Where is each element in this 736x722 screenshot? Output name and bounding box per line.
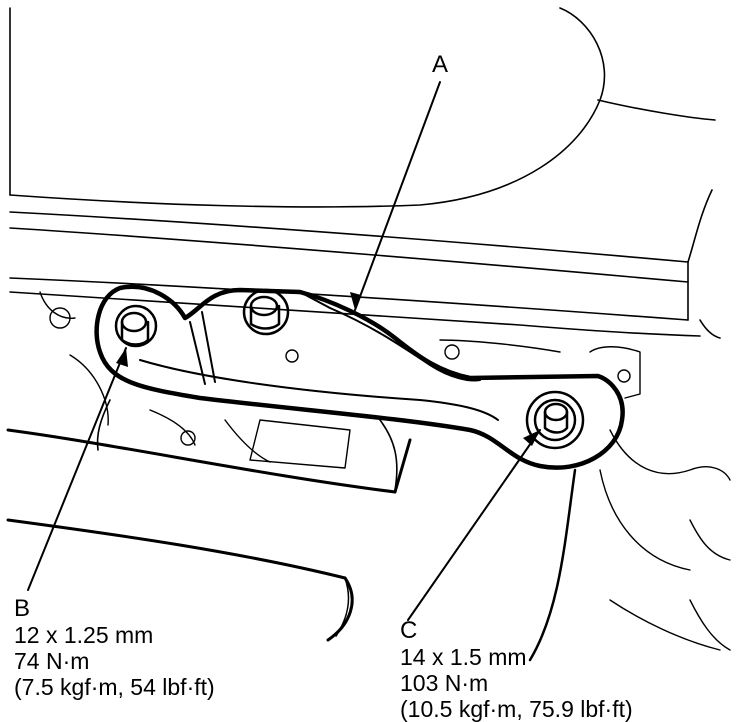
arrowhead-c (523, 430, 540, 446)
callout-c-size: 14 x 1.5 mm (400, 644, 527, 670)
callout-b-letter: B (14, 595, 31, 622)
background-details (39, 291, 731, 651)
callout-b: B 12 x 1.25 mm 74 N·m (7.5 kgf·m, 54 lbf… (14, 595, 215, 701)
callout-a-letter: A (432, 51, 449, 78)
callout-c: C 14 x 1.5 mm 103 N·m (10.5 kgf·m, 75.9 … (400, 618, 633, 722)
callout-b-size: 12 x 1.25 mm (14, 622, 154, 648)
bolt-b (114, 304, 158, 348)
body-upper-panel (9, 7, 716, 208)
subframe-rail (9, 189, 721, 339)
callout-c-torque: 103 N·m (400, 670, 489, 696)
leader-b (27, 347, 127, 591)
callout-b-torque-alt: (7.5 kgf·m, 54 lbf·ft) (14, 674, 215, 700)
callout-c-letter: C (400, 617, 418, 644)
lower-body-panel (6, 428, 577, 662)
callout-a: A (432, 52, 448, 78)
leader-lines (27, 81, 541, 621)
leader-c (407, 429, 541, 621)
arrowhead-b (116, 348, 128, 367)
mounting-bracket (94, 284, 625, 491)
leader-arrowheads (116, 292, 540, 446)
callout-b-torque: 74 N·m (14, 648, 90, 674)
bolt-upper (242, 288, 290, 336)
callout-c-torque-alt: (10.5 kgf·m, 75.9 lbf·ft) (400, 696, 633, 722)
arrowhead-a (350, 292, 361, 310)
bolt-c (525, 390, 585, 450)
leader-a (354, 81, 441, 311)
